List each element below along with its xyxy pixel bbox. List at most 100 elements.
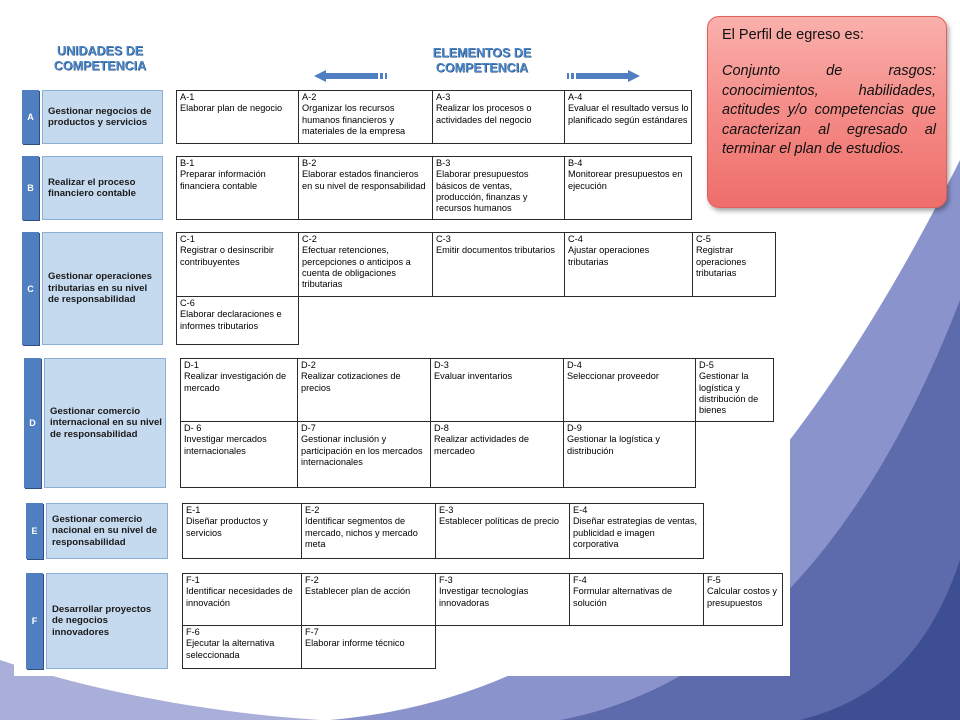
unit-e-title: Gestionar comercio nacional en su nivel … xyxy=(46,503,168,559)
graduate-profile-note: El Perfil de egreso es: Conjunto de rasg… xyxy=(707,16,947,208)
element-text: Realizar los procesos o actividades del … xyxy=(436,103,532,125)
unit-d-title: Gestionar comercio internacional en su n… xyxy=(44,358,166,488)
element-text: Registrar operaciones tributarias xyxy=(696,245,747,278)
unit-letter-a: A xyxy=(22,90,39,144)
element-code: C-1 xyxy=(180,234,195,244)
unit-letter-f: F xyxy=(26,573,43,669)
element-text: Calcular costos y presupuestos xyxy=(707,586,777,608)
unit-letter-c: C xyxy=(22,232,39,345)
element-code: A-3 xyxy=(436,92,451,102)
element-code: D-1 xyxy=(184,360,199,370)
element-code: D-5 xyxy=(699,360,714,370)
element-code: F-3 xyxy=(439,575,453,585)
units-header: UNIDADES DE COMPETENCIA xyxy=(46,44,154,74)
element-code: E-1 xyxy=(186,505,201,515)
element-text: Diseñar estrategias de ventas, publicida… xyxy=(573,516,698,549)
element-code: B-4 xyxy=(568,158,583,168)
element-text: Realizar investigación de mercado xyxy=(184,371,287,393)
element-code: C-2 xyxy=(302,234,317,244)
element-text: Evaluar inventarios xyxy=(434,371,513,382)
units-header-line1: UNIDADES DE xyxy=(56,44,144,58)
element-code: F-6 xyxy=(186,627,200,637)
element-code: A-2 xyxy=(302,92,317,102)
units-header-line2: COMPETENCIA xyxy=(53,59,147,73)
element-code: F-4 xyxy=(573,575,587,585)
element-code: F-1 xyxy=(186,575,200,585)
element-text: Ejecutar la alternativa seleccionada xyxy=(186,638,275,660)
element-text: Elaborar plan de negocio xyxy=(180,103,283,114)
element-code: F-7 xyxy=(305,627,319,637)
element-code: D-2 xyxy=(301,360,316,370)
element-code: D-8 xyxy=(434,423,449,433)
element-text: Monitorear presupuestos en ejecución xyxy=(568,169,683,191)
element-text: Identificar necesidades de innovación xyxy=(186,586,293,608)
unit-a-title: Gestionar negocios de productos y servic… xyxy=(42,90,163,144)
element-text: Elaborar presupuestos básicos de ventas,… xyxy=(436,169,529,214)
element-code: C-6 xyxy=(180,298,195,308)
elements-header: ELEMENTOS DE COMPETENCIA xyxy=(414,46,550,76)
element-text: Establecer políticas de precio xyxy=(439,516,560,527)
element-code: B-1 xyxy=(180,158,195,168)
unit-letter-b: B xyxy=(22,156,39,220)
element-code: F-5 xyxy=(707,575,721,585)
element-code: A-1 xyxy=(180,92,195,102)
element-code: B-3 xyxy=(436,158,451,168)
element-code: D-9 xyxy=(567,423,582,433)
element-text: Organizar los recursos humanos financier… xyxy=(302,103,406,136)
unit-b-title: Realizar el proceso financiero contable xyxy=(42,156,163,220)
element-text: Investigar tecnologías innovadoras xyxy=(439,586,529,608)
element-code: B-2 xyxy=(302,158,317,168)
element-text: Realizar cotizaciones de precios xyxy=(301,371,401,393)
element-text: Seleccionar proveedor xyxy=(567,371,659,382)
element-text: Preparar información financiera contable xyxy=(180,169,266,191)
unit-c-title: Gestionar operaciones tributarias en su … xyxy=(42,232,163,345)
element-code: D-7 xyxy=(301,423,316,433)
element-code: D-4 xyxy=(567,360,582,370)
element-text: Gestionar la logística y distribución de… xyxy=(699,371,759,416)
element-text: Elaborar estados financieros en su nivel… xyxy=(302,169,426,191)
element-text: Registrar o desinscribir contribuyentes xyxy=(180,245,274,267)
element-text: Investigar mercados internacionales xyxy=(184,434,267,456)
elements-header-line1: ELEMENTOS DE xyxy=(432,46,532,60)
element-code: E-3 xyxy=(439,505,454,515)
element-text: Ajustar operaciones tributarias xyxy=(568,245,650,267)
note-title: El Perfil de egreso es: xyxy=(722,27,864,43)
note-body: Conjunto de rasgos: conocimientos, habil… xyxy=(722,63,936,158)
element-code: C-5 xyxy=(696,234,711,244)
element-code: D-3 xyxy=(434,360,449,370)
unit-letter-d: D xyxy=(24,358,41,488)
element-code: E-4 xyxy=(573,505,588,515)
element-text: Establecer plan de acción xyxy=(305,586,411,597)
elements-header-line2: COMPETENCIA xyxy=(435,61,529,75)
element-text: Gestionar inclusión y participación en l… xyxy=(301,434,423,467)
element-text: Identificar segmentos de mercado, nichos… xyxy=(305,516,418,549)
element-code: A-4 xyxy=(568,92,583,102)
element-code: D- 6 xyxy=(184,423,202,433)
